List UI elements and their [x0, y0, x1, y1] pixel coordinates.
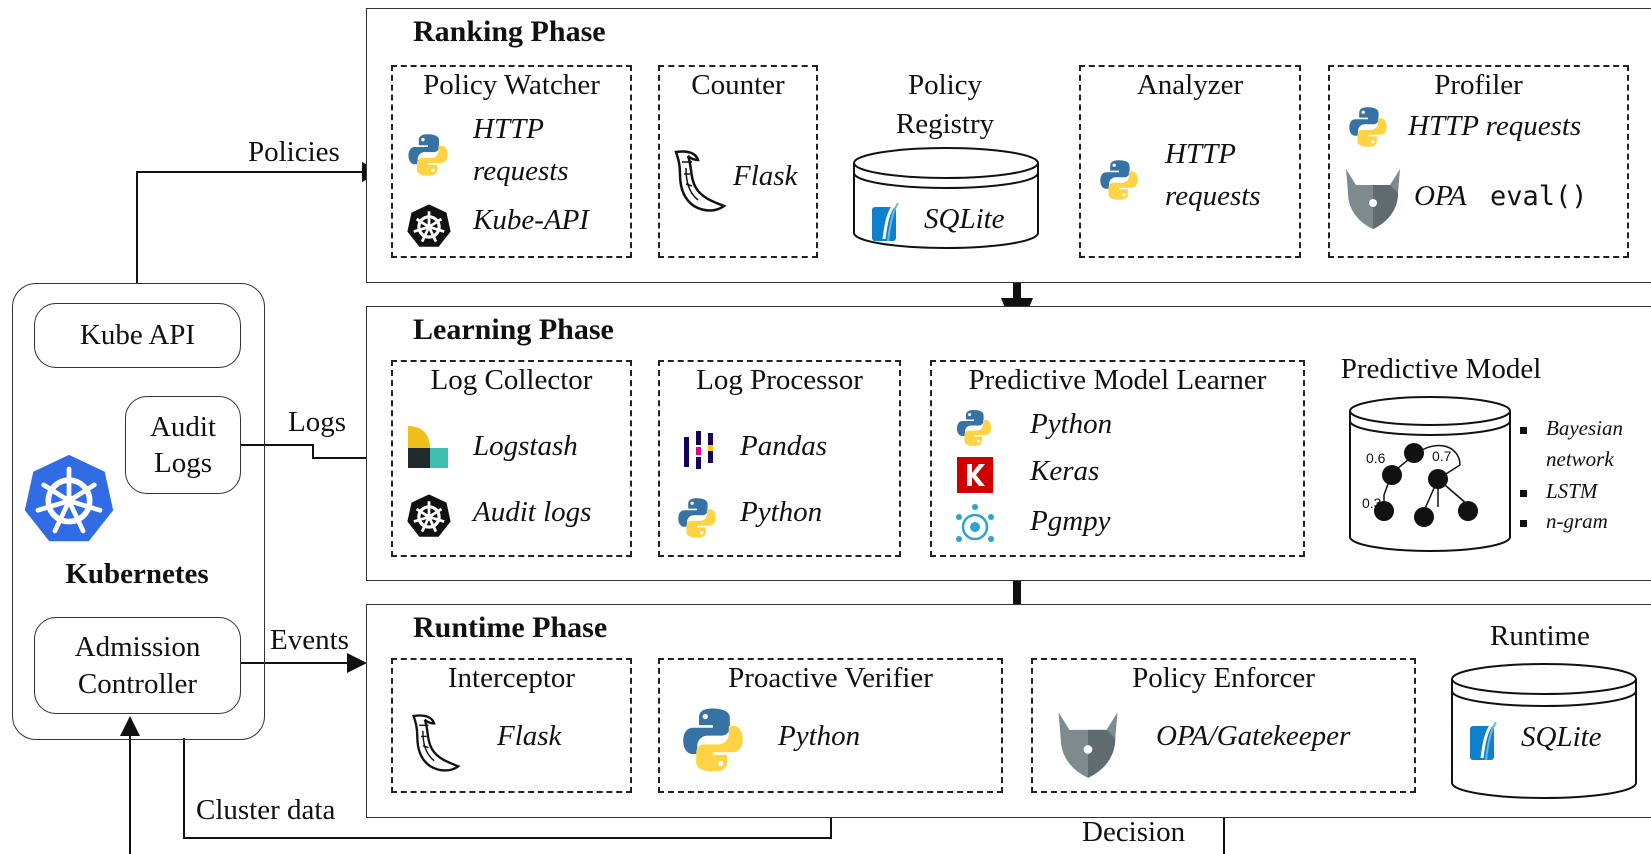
policy-watcher-box[interactable]: Policy Watcher [391, 65, 632, 258]
python-icon [678, 705, 748, 780]
events-label: Events [270, 624, 349, 656]
model-learner-item-1: Python [1030, 408, 1113, 440]
profiler-item-2: OPA [1414, 180, 1467, 212]
bullet-marker [1520, 427, 1527, 434]
audit-logs-box[interactable]: Audit Logs [125, 396, 241, 494]
profiler-item-3: eval() [1490, 181, 1588, 212]
runtime-db-title: Runtime [1490, 620, 1590, 652]
policy-watcher-item-2: requests [473, 155, 569, 187]
bullet-marker [1520, 490, 1527, 497]
runtime-db[interactable] [1450, 661, 1638, 806]
model-learner-item-2: Keras [1030, 455, 1100, 487]
python-icon [675, 496, 719, 545]
policy-watcher-item-1: HTTP [473, 113, 544, 145]
profiler-item-1: HTTP requests [1408, 110, 1582, 142]
analyzer-title: Analyzer [1136, 69, 1244, 101]
edge-label-4: 0.5 [1458, 503, 1478, 519]
policy-watcher-title: Policy Watcher [423, 69, 600, 101]
runtime-phase-panel [366, 604, 1651, 818]
bullet-marker [1520, 520, 1527, 527]
logs-arrow [241, 444, 390, 468]
edge-label-2: 0.7 [1432, 448, 1452, 464]
pgmpy-icon [953, 503, 997, 552]
analyzer-box[interactable]: Analyzer [1079, 65, 1301, 258]
model-learner-item-3: Pgmpy [1030, 505, 1111, 537]
policy-enforcer-title: Policy Enforcer [1132, 662, 1315, 694]
proactive-verifier-box[interactable]: Proactive Verifier [658, 658, 1003, 793]
model-bullet-1: Bayesian [1546, 416, 1623, 440]
model-learner-title: Predictive Model Learner [968, 364, 1267, 396]
python-icon [1097, 158, 1141, 207]
model-bullet-2: LSTM [1546, 479, 1598, 503]
pandas-icon [682, 429, 716, 476]
policy-enforcer-box[interactable]: Policy Enforcer [1031, 658, 1416, 793]
counter-title: Counter [691, 69, 785, 101]
log-processor-title: Log Processor [696, 364, 863, 396]
python-icon [1346, 105, 1390, 154]
decision-label: Decision [1082, 816, 1186, 848]
policy-registry-item-1: SQLite [924, 203, 1005, 235]
log-collector-box[interactable]: Log Collector [391, 360, 632, 557]
policy-enforcer-item-1: OPA/Gatekeeper [1156, 720, 1351, 752]
log-processor-item-1: Pandas [740, 430, 827, 462]
policy-watcher-item-3: Kube-API [473, 204, 589, 236]
interceptor-title: Interceptor [447, 662, 576, 694]
analyzer-item-2: requests [1165, 180, 1261, 212]
log-collector-title: Log Collector [430, 364, 593, 396]
python-icon [954, 408, 994, 453]
kubernetes-icon [406, 203, 452, 254]
log-processor-box[interactable]: Log Processor [658, 360, 901, 557]
flask-icon [670, 148, 728, 219]
ranking-phase-title: Ranking Phase [413, 15, 606, 48]
predictive-model-db[interactable] [1348, 395, 1512, 560]
kube-api-label: Kube API [79, 319, 196, 352]
log-processor-item-2: Python [740, 496, 823, 528]
kube-api-box[interactable]: Kube API [34, 303, 241, 368]
kubernetes-label: Kubernetes [65, 558, 209, 590]
policy-registry-db[interactable] [852, 145, 1040, 255]
runtime-phase-title: Runtime Phase [413, 611, 608, 644]
learning-phase-title: Learning Phase [413, 313, 614, 346]
cluster-data-label: Cluster data [196, 794, 336, 826]
predictive-model-title: Predictive Model [1340, 353, 1542, 385]
sqlite-icon [1468, 721, 1502, 767]
policies-arrow [136, 162, 382, 283]
runtime-db-item-1: SQLite [1521, 721, 1602, 753]
python-icon [405, 132, 451, 183]
kubernetes-icon [406, 493, 452, 544]
logs-label: Logs [288, 406, 346, 438]
kubernetes-icon [22, 452, 116, 546]
counter-item-1: Flask [733, 160, 798, 192]
model-bullet-1b: network [1546, 447, 1614, 471]
keras-icon [957, 457, 993, 498]
profiler-box[interactable]: Profiler [1328, 65, 1629, 258]
logstash-icon [408, 426, 448, 473]
edge-label-3: 0.3 [1362, 495, 1382, 511]
model-bullet-3: n-gram [1546, 509, 1608, 533]
admission-controller-label: Admission Controller [74, 631, 201, 700]
edge-label-1: 0.6 [1366, 450, 1386, 466]
policy-registry-title: Policy Registry [895, 69, 995, 141]
flask-icon [408, 708, 462, 783]
sqlite-icon [870, 202, 904, 248]
admission-controller-box[interactable]: Admission Controller [34, 617, 241, 714]
log-collector-item-1: Logstash [473, 430, 578, 462]
counter-box[interactable]: Counter [658, 65, 818, 258]
profiler-title: Profiler [1434, 69, 1523, 101]
opa-icon [1052, 705, 1124, 788]
policies-label: Policies [248, 136, 340, 168]
analyzer-item-1: HTTP [1165, 138, 1236, 170]
proactive-verifier-title: Proactive Verifier [728, 662, 933, 694]
audit-logs-label: Audit Logs [149, 410, 217, 479]
interceptor-box[interactable]: Interceptor [391, 658, 632, 793]
model-learner-box[interactable]: Predictive Model Learner [930, 360, 1305, 557]
kubernetes-panel [12, 283, 265, 740]
interceptor-item-1: Flask [497, 720, 562, 752]
proactive-verifier-item-1: Python [778, 720, 861, 752]
log-collector-item-2: Audit logs [473, 496, 592, 528]
opa-icon [1340, 165, 1406, 236]
